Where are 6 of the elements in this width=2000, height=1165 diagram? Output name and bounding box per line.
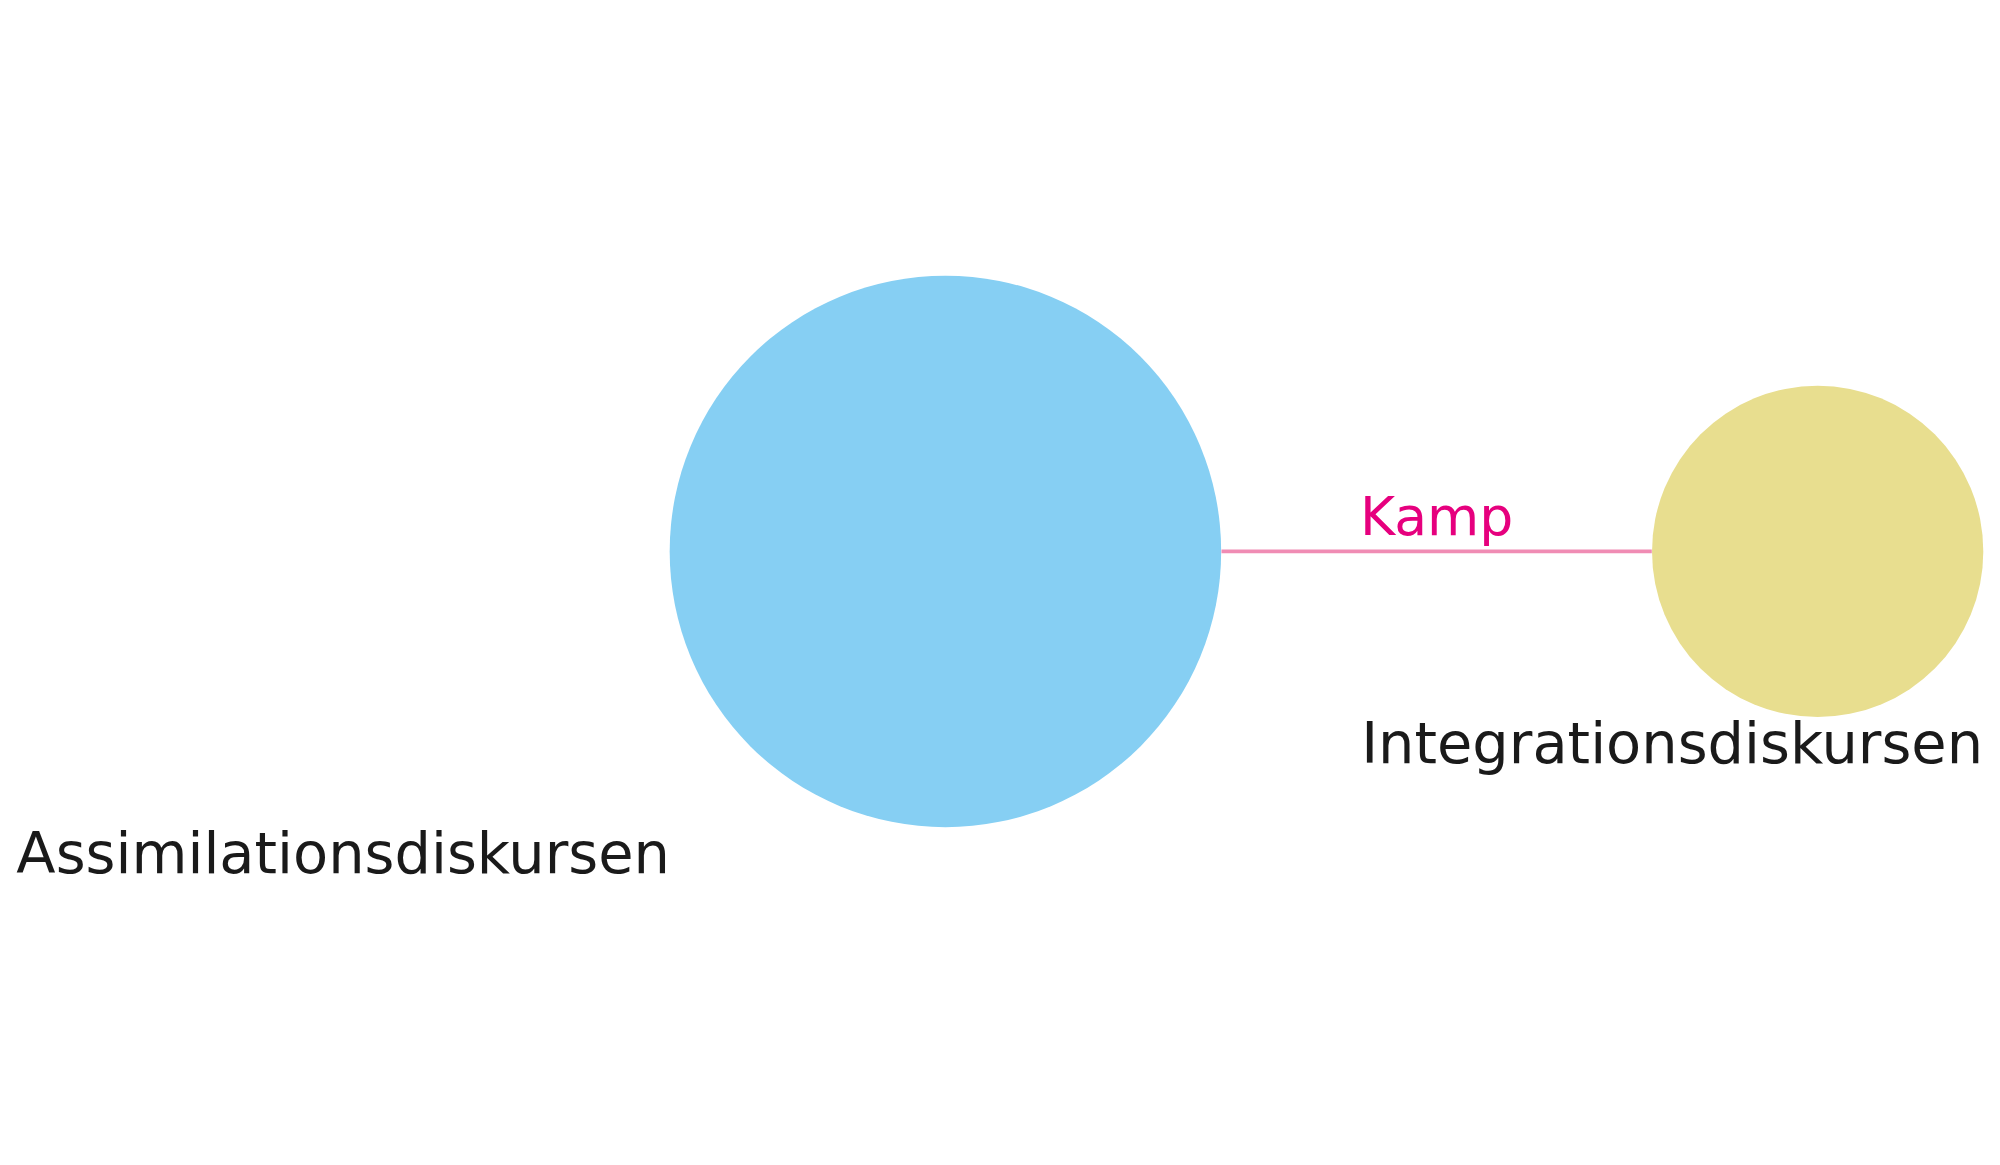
connector bbox=[1221, 549, 1652, 553]
node-label: Assimilationsdiskursen bbox=[16, 819, 671, 887]
node-circle bbox=[1652, 385, 1984, 717]
node-circle bbox=[669, 275, 1222, 827]
node-label: Integrationsdiskursen bbox=[1361, 709, 1984, 777]
edge-label: Kamp bbox=[1359, 484, 1514, 548]
